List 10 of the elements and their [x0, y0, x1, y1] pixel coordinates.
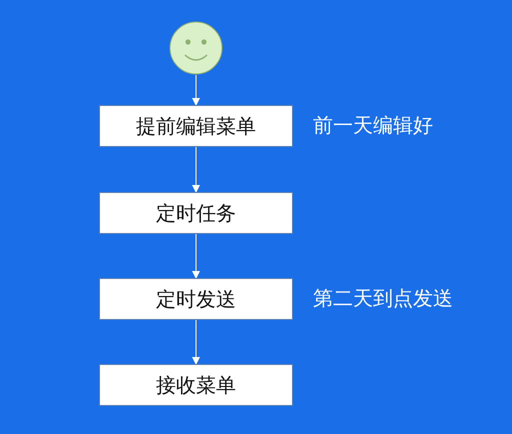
arrow: [192, 320, 200, 365]
process-box: 定时任务: [99, 192, 293, 234]
process-box: 提前编辑菜单: [99, 105, 293, 147]
note-text: 前一天编辑好: [313, 112, 433, 139]
arrow: [192, 146, 200, 193]
arrow: [192, 234, 200, 279]
arrow: [192, 74, 200, 106]
process-box: 定时发送: [99, 278, 293, 320]
note-text: 第二天到点发送: [313, 285, 453, 312]
process-box: 接收菜单: [99, 364, 293, 406]
